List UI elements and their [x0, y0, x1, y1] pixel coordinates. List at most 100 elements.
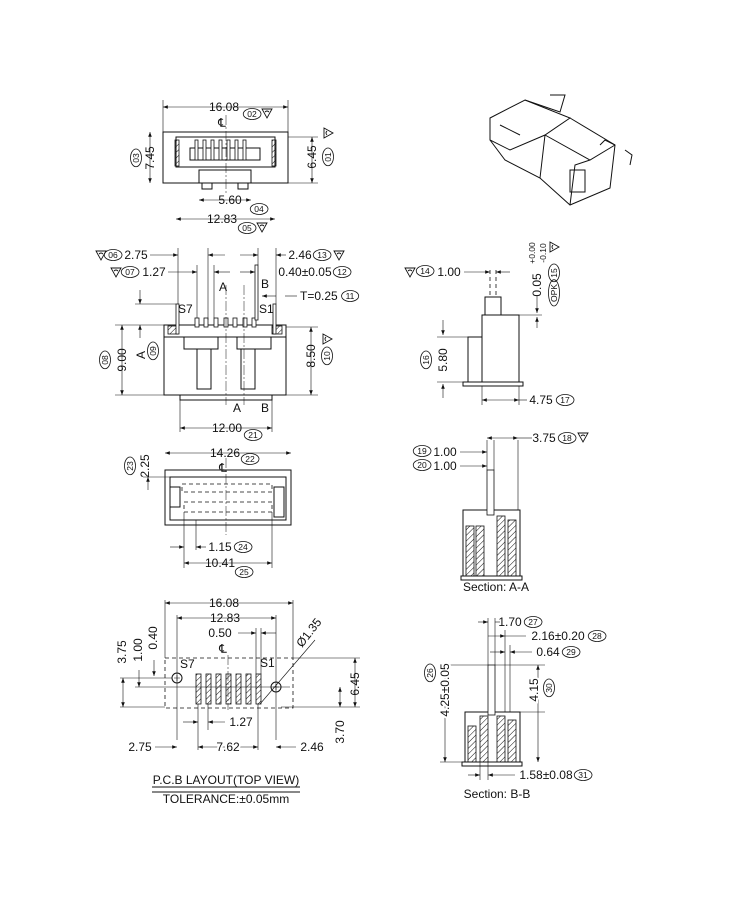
balloon-outline [312, 249, 332, 261]
dim-16-08: 16.08 [209, 596, 239, 610]
balloon-outline [99, 350, 111, 370]
section-b-marker: B [261, 277, 269, 291]
dim-2-16: 2.16±0.20 [531, 629, 585, 643]
dim-height-7-45: 7.45 [143, 146, 157, 170]
section-a-marker-bottom: A [233, 401, 241, 415]
balloon-outline [147, 341, 159, 361]
balloon-outline [424, 663, 436, 683]
dim-thickness: T=0.25 [300, 289, 338, 303]
balloon-19: 19 [417, 446, 427, 456]
balloon-16: 16 [421, 355, 431, 365]
balloon-outline [341, 290, 360, 302]
balloon-outline [420, 350, 432, 370]
balloon-28: 28 [592, 631, 602, 641]
balloon-31: 31 [578, 770, 588, 780]
dim-2-46: 2.46 [288, 248, 312, 262]
pcb-layout-title: P.C.B LAYOUT(TOP VIEW) [153, 773, 299, 787]
balloon-24: 24 [238, 542, 248, 552]
dim-1-58: 1.58±0.08 [519, 768, 573, 782]
dim-3-75: 3.75 [532, 431, 556, 445]
dim-12-00: 12.00 [212, 421, 242, 435]
top-view: ℄ 16.08 02 7.45 03 6.45 01 5.60 04 12.83… [130, 100, 334, 234]
section-a-a: 3.75 18 19 1.00 20 1.00 Section: A-A [412, 431, 589, 594]
tolerance-note: TOLERANCE:±0.05mm [163, 792, 289, 806]
section-a-marker: A [219, 280, 227, 294]
dim-a: A [134, 351, 148, 359]
dim-1-00: 1.00 [131, 638, 145, 662]
balloon-outline [237, 222, 257, 234]
dim-width-16-08: 16.08 [209, 100, 239, 114]
balloon-09: 09 [148, 346, 158, 356]
balloon-outline [587, 630, 607, 642]
balloon-07: 07 [125, 267, 135, 277]
pcb-pads [195, 673, 262, 705]
balloon-12: 12 [337, 267, 347, 277]
dim-14-26: 14.26 [210, 446, 240, 460]
balloon-14: 14 [420, 266, 430, 276]
pin-s1-label: S1 [259, 302, 274, 316]
centerline-mark: ℄ [218, 461, 227, 475]
balloon-outline [415, 265, 435, 277]
section-a-a-label: Section: A-A [463, 580, 529, 594]
balloon-30: 30 [544, 683, 554, 693]
dim-0-50: 0.50 [208, 626, 232, 640]
balloon-04: 04 [254, 204, 264, 214]
dim-8-50: 8.50 [304, 344, 318, 368]
dim-9-00: 9.00 [115, 348, 129, 372]
dim-4-15: 4.15 [527, 678, 541, 702]
section-b-marker-bottom: B [261, 401, 269, 415]
dim-hole-diameter: Ø1.35 [293, 615, 324, 650]
pin-s7-label: S7 [180, 657, 195, 671]
balloon-26: 26 [425, 668, 435, 678]
balloon-outline [332, 266, 352, 278]
dim-3-70: 3.70 [333, 720, 347, 744]
dim-0-40: 0.40 [146, 626, 160, 650]
side-view: 14 1.00 0.05 +0.00 -0.10 15 OPK 5.80 16 … [404, 241, 575, 407]
balloon-outline [412, 445, 432, 457]
dim-6-45: 6.45 [348, 672, 362, 696]
dim-2-46: 2.46 [300, 740, 324, 754]
dim-4-25: 4.25±0.05 [438, 663, 452, 717]
surface-finish-icon [261, 108, 273, 119]
balloon-outline [240, 453, 260, 465]
dim-1-70: 1.70 [498, 615, 522, 629]
balloon-18: 18 [562, 433, 572, 443]
balloon-outline [243, 429, 263, 441]
balloon-outline [412, 459, 432, 471]
balloon-outline [130, 148, 142, 168]
isometric-view [489, 94, 633, 206]
section-b-b: 1.70 27 2.16±0.20 28 0.64 29 4.25±0.05 2… [424, 615, 607, 801]
dim-3-75: 3.75 [115, 640, 129, 664]
balloon-17: 17 [560, 395, 570, 405]
dim-height-6-45: 6.45 [305, 145, 319, 169]
bottom-view: ℄ 14.26 22 2.25 23 1.15 24 10.41 25 [124, 446, 292, 578]
balloon-11: 11 [346, 291, 355, 301]
dim-1-27: 1.27 [229, 715, 253, 729]
tolerance-plus: +0.00 [527, 242, 537, 264]
balloon-08: 08 [100, 355, 110, 365]
balloon-outline [124, 456, 136, 476]
balloon-outline [120, 266, 140, 278]
top-pins [174, 139, 277, 167]
balloon-outline [548, 279, 560, 307]
dim-0-05: 0.05 [530, 273, 544, 297]
dim-1-00-a: 1.00 [433, 445, 457, 459]
balloon-outline [234, 566, 254, 578]
balloon-outline [523, 616, 543, 628]
balloon-20: 20 [417, 460, 427, 470]
balloon-23: 23 [125, 461, 135, 471]
balloon-outline [573, 769, 593, 781]
pcb-layout: ℄ 16.08 12.83 0.50 3.75 1.00 0.40 S7 S1 … [115, 596, 362, 806]
dim-12-83: 12.83 [210, 611, 240, 625]
balloon-10: 10 [322, 351, 332, 361]
dim-4-75: 4.75 [529, 393, 553, 407]
balloon-22: 22 [245, 454, 255, 464]
balloon-02: 02 [247, 109, 257, 119]
balloon-outline [242, 108, 262, 120]
dim-5-60: 5.60 [218, 193, 242, 207]
balloon-outline [557, 432, 577, 444]
balloon-outline [543, 678, 555, 698]
dim-2-25: 2.25 [138, 454, 152, 478]
balloon-outline [561, 646, 581, 658]
